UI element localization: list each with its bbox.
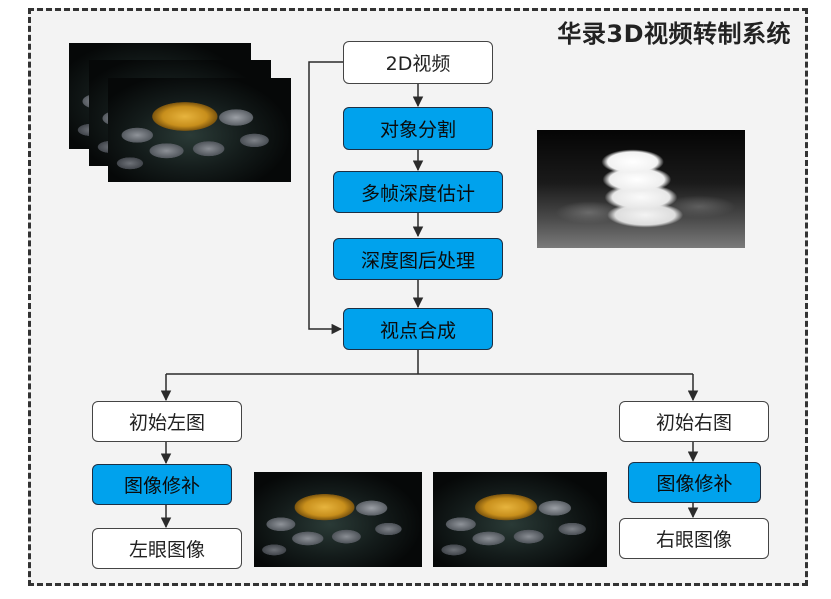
video-frame-image xyxy=(108,78,291,182)
right-eye-image xyxy=(433,472,607,567)
node-depth-postprocess: 深度图后处理 xyxy=(333,238,503,280)
node-right-eye-image: 右眼图像 xyxy=(619,518,769,559)
node-inpaint-left: 图像修补 xyxy=(92,464,232,505)
left-eye-image xyxy=(254,472,422,567)
node-multiframe-depth-estimation: 多帧深度估计 xyxy=(333,171,503,213)
diagram-title: 华录3D视频转制系统 xyxy=(557,20,791,48)
node-left-eye-image: 左眼图像 xyxy=(92,528,242,569)
depth-map-image xyxy=(537,130,745,248)
node-object-segmentation: 对象分割 xyxy=(343,107,493,150)
node-2d-video: 2D视频 xyxy=(343,41,493,84)
node-initial-right: 初始右图 xyxy=(619,401,769,442)
node-initial-left: 初始左图 xyxy=(92,401,242,442)
node-inpaint-right: 图像修补 xyxy=(628,462,761,503)
node-view-synthesis: 视点合成 xyxy=(343,308,493,350)
